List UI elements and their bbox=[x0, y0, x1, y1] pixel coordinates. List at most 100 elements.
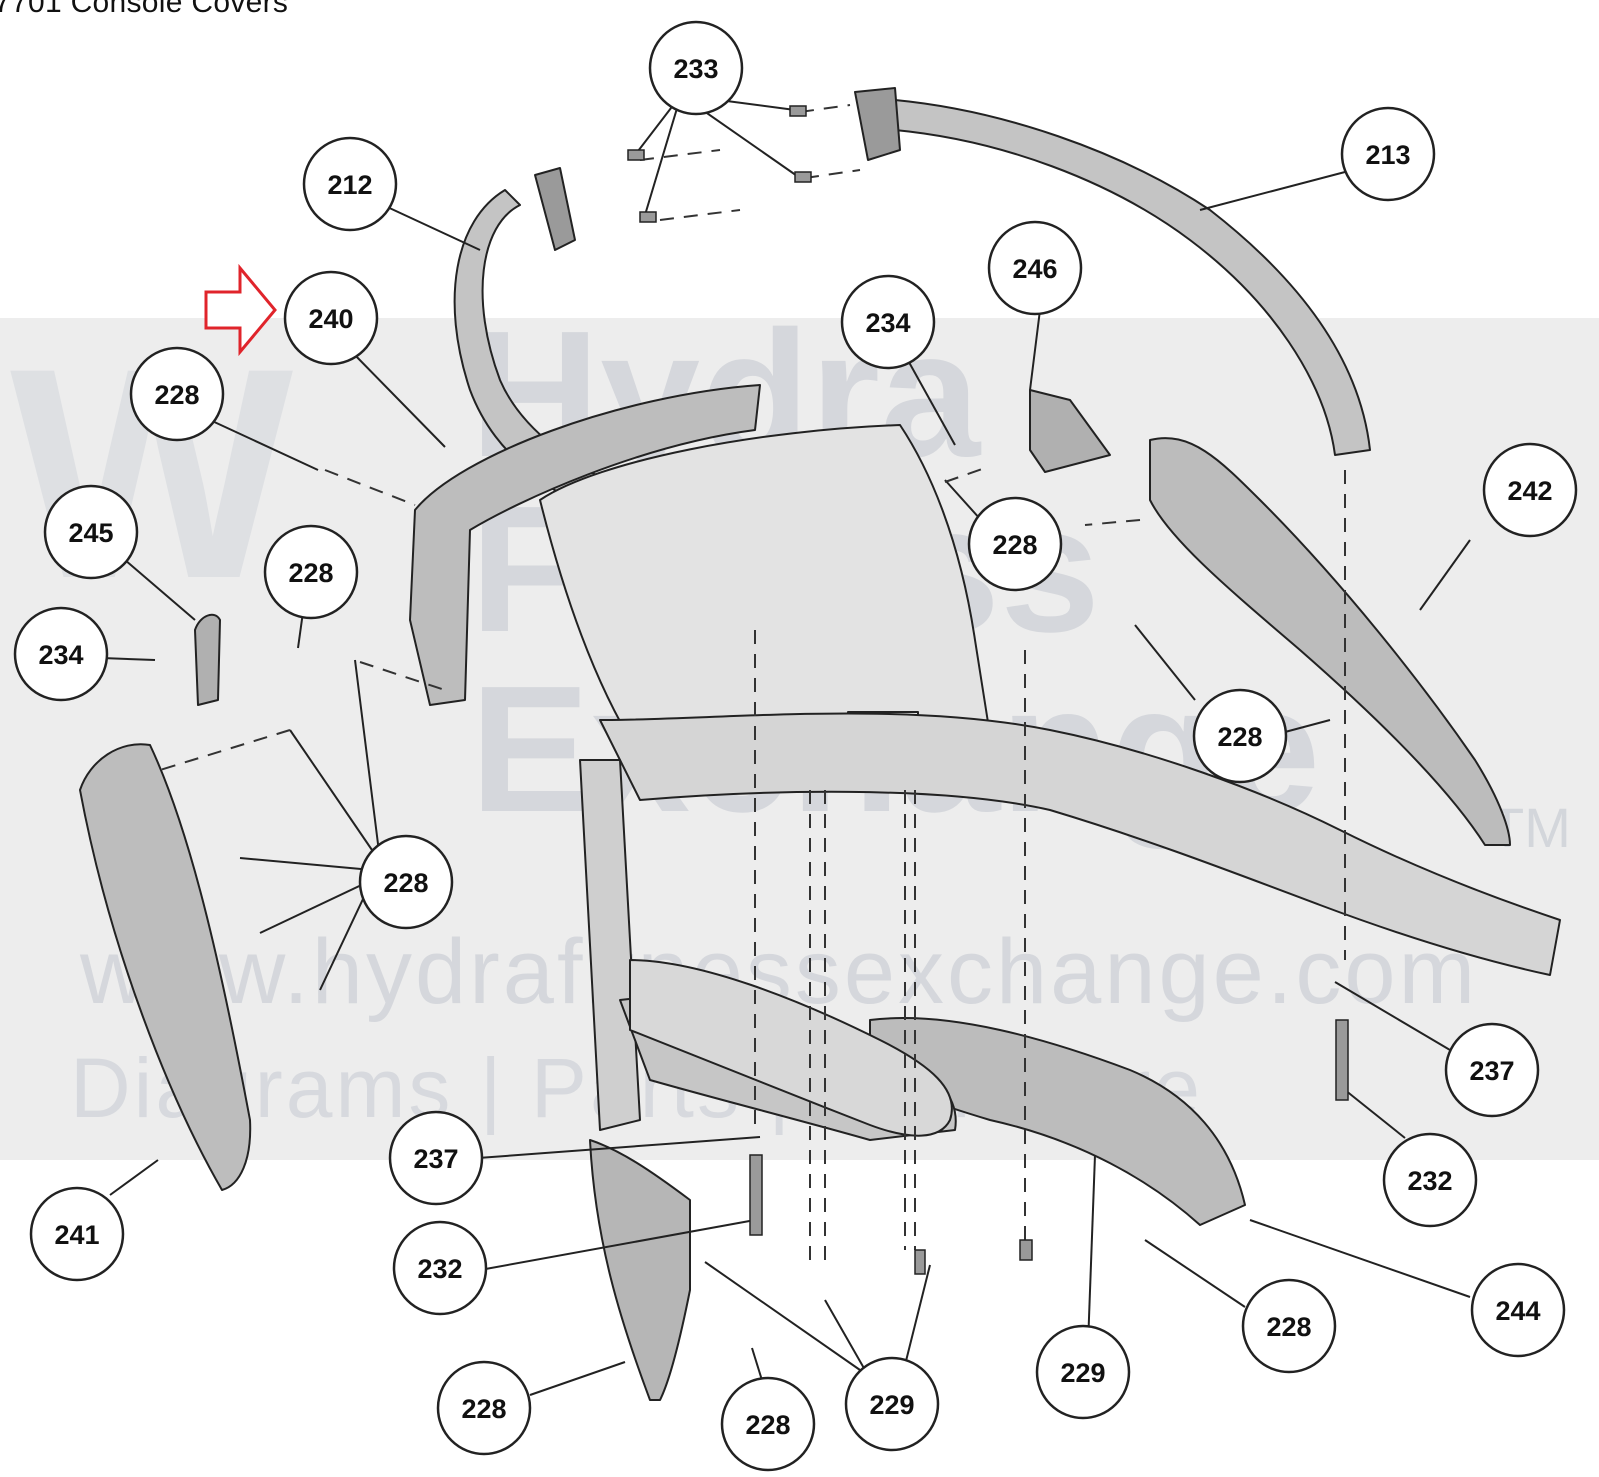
callout-228: 228 bbox=[129, 346, 225, 442]
callout-label: 242 bbox=[1507, 476, 1552, 506]
callout-circle bbox=[720, 1376, 816, 1472]
callout-228: 228 bbox=[1241, 1278, 1337, 1374]
callout-228: 228 bbox=[358, 834, 454, 930]
fastener bbox=[914, 1249, 926, 1275]
callout-label: 240 bbox=[308, 304, 353, 334]
assembly-lines bbox=[159, 104, 1346, 1270]
callout-229: 229 bbox=[844, 1356, 940, 1452]
callout-circle bbox=[1340, 106, 1436, 202]
callout-label: 232 bbox=[417, 1254, 462, 1284]
callout-circle bbox=[648, 20, 744, 116]
part-frame-upright bbox=[579, 759, 641, 1131]
fastener bbox=[639, 211, 657, 223]
callout-228: 228 bbox=[436, 1360, 532, 1456]
callout-234: 234 bbox=[13, 606, 109, 702]
callout-circle bbox=[392, 1220, 488, 1316]
callout-circle bbox=[436, 1360, 532, 1456]
callout-circle bbox=[844, 1356, 940, 1452]
part-212-bracket bbox=[534, 167, 576, 251]
callout-circle bbox=[987, 220, 1083, 316]
callout-circle bbox=[388, 1110, 484, 1206]
callout-circle bbox=[13, 606, 109, 702]
callout-label: 234 bbox=[38, 640, 83, 670]
part-242-right-cover bbox=[1149, 437, 1511, 846]
red-arrow-icon bbox=[204, 263, 277, 357]
callout-233: 233 bbox=[648, 20, 744, 116]
callout-circle bbox=[358, 834, 454, 930]
callout-label: 245 bbox=[68, 518, 113, 548]
callout-circle bbox=[1470, 1262, 1566, 1358]
callout-circle bbox=[263, 524, 359, 620]
callout-246: 246 bbox=[987, 220, 1083, 316]
callout-label: 228 bbox=[383, 868, 428, 898]
callout-circle bbox=[283, 270, 379, 366]
callout-label: 232 bbox=[1407, 1166, 1452, 1196]
callout-label: 228 bbox=[1217, 722, 1262, 752]
callout-label: 237 bbox=[413, 1144, 458, 1174]
callout-212: 212 bbox=[302, 136, 398, 232]
callout-242: 242 bbox=[1482, 442, 1578, 538]
callout-circle bbox=[29, 1186, 125, 1282]
callout-245: 245 bbox=[43, 484, 139, 580]
callout-circle bbox=[1241, 1278, 1337, 1374]
fastener bbox=[794, 171, 812, 183]
callout-240: 240 bbox=[283, 270, 379, 366]
callout-228: 228 bbox=[720, 1376, 816, 1472]
part-cybex-handle-grip bbox=[629, 959, 953, 1137]
callout-label: 228 bbox=[288, 558, 333, 588]
part-240-console-shroud bbox=[409, 384, 761, 706]
part-241-left-cover bbox=[79, 743, 252, 1191]
leader-lines bbox=[101, 94, 1471, 1396]
callout-label: 234 bbox=[865, 308, 910, 338]
callout-label: 213 bbox=[1365, 140, 1410, 170]
callout-circle bbox=[1192, 688, 1288, 784]
callout-circle bbox=[1035, 1324, 1131, 1420]
part-left-lower-cover bbox=[589, 1139, 691, 1401]
callout-237: 237 bbox=[388, 1110, 484, 1206]
callout-group: 233 212 213 240 246 234 228 242 245 228 228 234 228 2… bbox=[13, 20, 1578, 1472]
callout-circle bbox=[1444, 1022, 1540, 1118]
part-244-lower-cover bbox=[869, 1017, 1246, 1226]
fastener bbox=[627, 149, 645, 161]
parts-group bbox=[79, 87, 1561, 1401]
callout-label: 233 bbox=[673, 54, 718, 84]
callout-label: 228 bbox=[992, 530, 1037, 560]
callout-label: 244 bbox=[1495, 1296, 1540, 1326]
callout-circle bbox=[967, 496, 1063, 592]
fastener bbox=[749, 1154, 763, 1236]
callout-circle bbox=[302, 136, 398, 232]
callout-232: 232 bbox=[392, 1220, 488, 1316]
callout-228: 228 bbox=[1192, 688, 1288, 784]
callout-label: 237 bbox=[1469, 1056, 1514, 1086]
callout-237: 237 bbox=[1444, 1022, 1540, 1118]
callout-232: 232 bbox=[1382, 1132, 1478, 1228]
callout-label: 228 bbox=[1266, 1312, 1311, 1342]
part-lower-handlebar-frame bbox=[599, 712, 1561, 976]
callout-213: 213 bbox=[1340, 106, 1436, 202]
callout-label: 246 bbox=[1012, 254, 1057, 284]
callout-label: 229 bbox=[869, 1390, 914, 1420]
part-213-right-handlebar bbox=[894, 99, 1371, 456]
part-213-bracket bbox=[854, 87, 901, 161]
fasteners bbox=[627, 105, 1349, 1275]
callout-228: 228 bbox=[967, 496, 1063, 592]
callout-label: 228 bbox=[745, 1410, 790, 1440]
part-246-small-cover bbox=[1029, 389, 1111, 473]
callout-241: 241 bbox=[29, 1186, 125, 1282]
callout-circle bbox=[43, 484, 139, 580]
callout-234: 234 bbox=[840, 274, 936, 370]
callout-228: 228 bbox=[263, 524, 359, 620]
callout-244: 244 bbox=[1470, 1262, 1566, 1358]
callout-circle bbox=[1482, 442, 1578, 538]
callout-label: 228 bbox=[461, 1394, 506, 1424]
callout-label: 212 bbox=[327, 170, 372, 200]
callout-label: 229 bbox=[1060, 1358, 1105, 1388]
callout-229: 229 bbox=[1035, 1324, 1131, 1420]
callout-label: 241 bbox=[54, 1220, 99, 1250]
fastener bbox=[1019, 1239, 1033, 1261]
fastener bbox=[789, 105, 807, 117]
callout-label: 228 bbox=[154, 380, 199, 410]
callout-circle bbox=[129, 346, 225, 442]
